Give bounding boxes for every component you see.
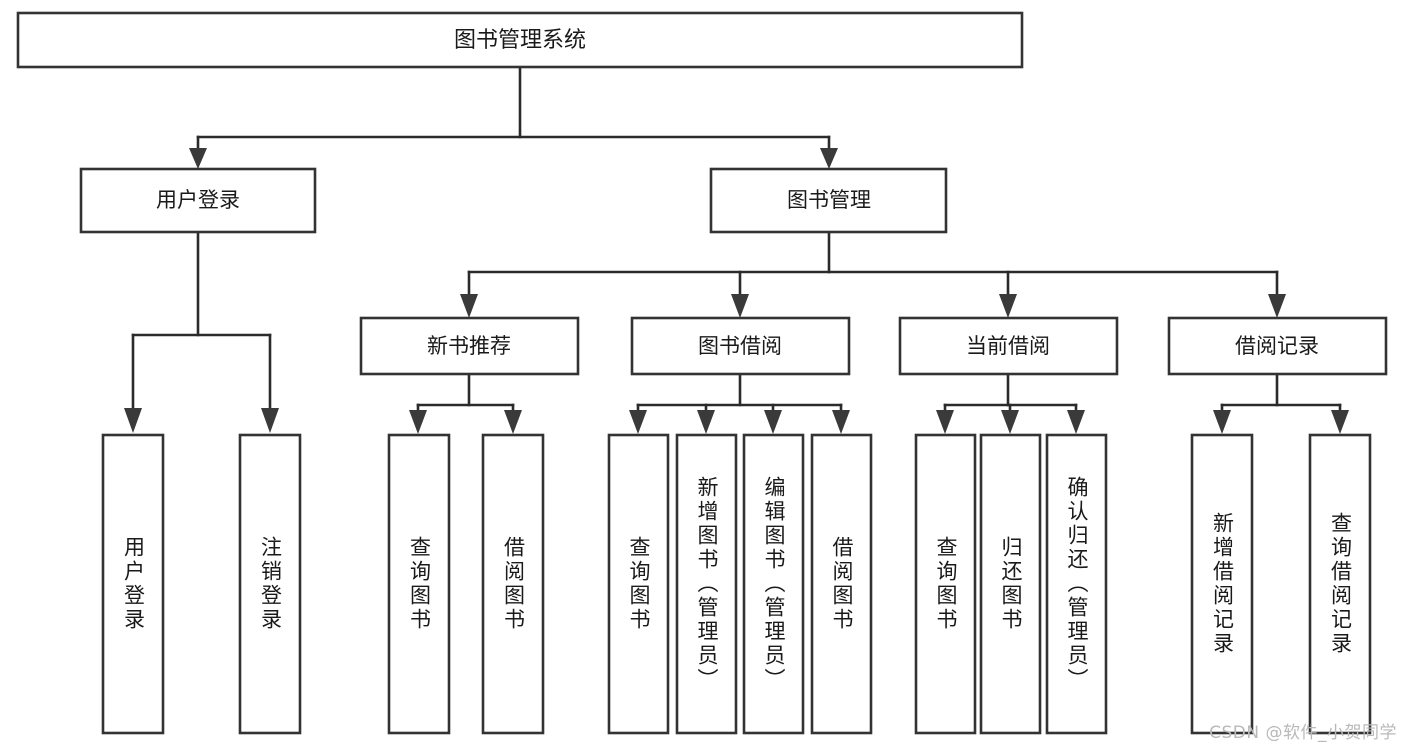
leaf-box-bb-query-book[interactable] (607, 433, 670, 735)
leaf-box-bb-edit-book[interactable] (742, 433, 805, 735)
arrowhead-cb-return-book (1001, 410, 1019, 434)
arrowhead-book-manage (820, 148, 838, 169)
arrowhead-borrow-record (1268, 294, 1286, 318)
connectors-book-manage-to-level3 (460, 230, 1286, 318)
leaf-box-nb-query-book[interactable] (387, 433, 451, 735)
leaf-box-br-add-record[interactable] (1190, 433, 1254, 735)
leaf-box-cb-return-book[interactable] (979, 433, 1042, 735)
connectors-current-borrow-to-leaves (936, 372, 1085, 434)
node-new-book-recommend[interactable] (359, 316, 580, 376)
node-user-login[interactable] (79, 167, 317, 234)
leaf-box-cb-confirm-return[interactable] (1045, 433, 1108, 735)
node-root-label: 图书管理系统 (454, 28, 586, 53)
arrowhead-new-book (460, 294, 478, 318)
arrowhead-book-borrow (731, 294, 749, 318)
arrowhead-nb-borrow-book (504, 410, 522, 434)
node-new-book-recommend-label: 新书推荐 (427, 334, 511, 358)
leaf-box-bb-borrow-book[interactable] (810, 433, 873, 735)
watermark-text: CSDN @软件_小贺同学 (1209, 723, 1397, 743)
arrowhead-bb-query-book (629, 410, 647, 434)
node-current-borrow-label: 当前借阅 (966, 334, 1050, 358)
node-book-borrow-label: 图书借阅 (698, 334, 782, 358)
connectors-root-to-level2 (189, 65, 838, 169)
arrowhead-current-borrow (999, 294, 1017, 318)
arrowhead-nb-query-book (409, 410, 427, 434)
arrowhead-leaf-user-login (124, 408, 142, 433)
arrowhead-leaf-logout (261, 408, 279, 433)
connectors-borrow-record-to-leaves (1213, 372, 1349, 434)
arrowhead-bb-add-book (697, 410, 715, 434)
arrowhead-bb-borrow-book (832, 410, 850, 434)
node-book-manage[interactable] (709, 167, 948, 234)
leaf-box-logout[interactable] (238, 433, 302, 735)
arrowhead-bb-edit-book (764, 410, 782, 434)
connectors-book-borrow-to-leaves (629, 372, 850, 434)
node-root[interactable] (16, 11, 1024, 69)
leaf-box-cb-query-book[interactable] (914, 433, 977, 735)
arrowhead-cb-confirm-return (1067, 410, 1085, 434)
node-borrow-record-label: 借阅记录 (1235, 334, 1319, 358)
node-current-borrow[interactable] (898, 316, 1119, 376)
leaf-box-br-query-record[interactable] (1308, 433, 1372, 735)
leaf-box-nb-borrow-book[interactable] (481, 433, 545, 735)
leaf-box-user-login[interactable] (101, 433, 165, 735)
node-user-login-label: 用户登录 (156, 188, 240, 212)
arrowhead-user-login (189, 148, 207, 169)
connectors-new-book-to-leaves (409, 372, 522, 434)
node-borrow-record[interactable] (1167, 316, 1388, 376)
arrowhead-br-add-record (1213, 410, 1231, 434)
leaf-box-bb-add-book[interactable] (675, 433, 738, 735)
node-book-borrow[interactable] (630, 316, 851, 376)
arrowhead-cb-query-book (936, 410, 954, 434)
arrowhead-br-query-record (1331, 410, 1349, 434)
connectors-user-login-to-leaves (124, 230, 279, 433)
node-book-manage-label: 图书管理 (787, 188, 871, 212)
